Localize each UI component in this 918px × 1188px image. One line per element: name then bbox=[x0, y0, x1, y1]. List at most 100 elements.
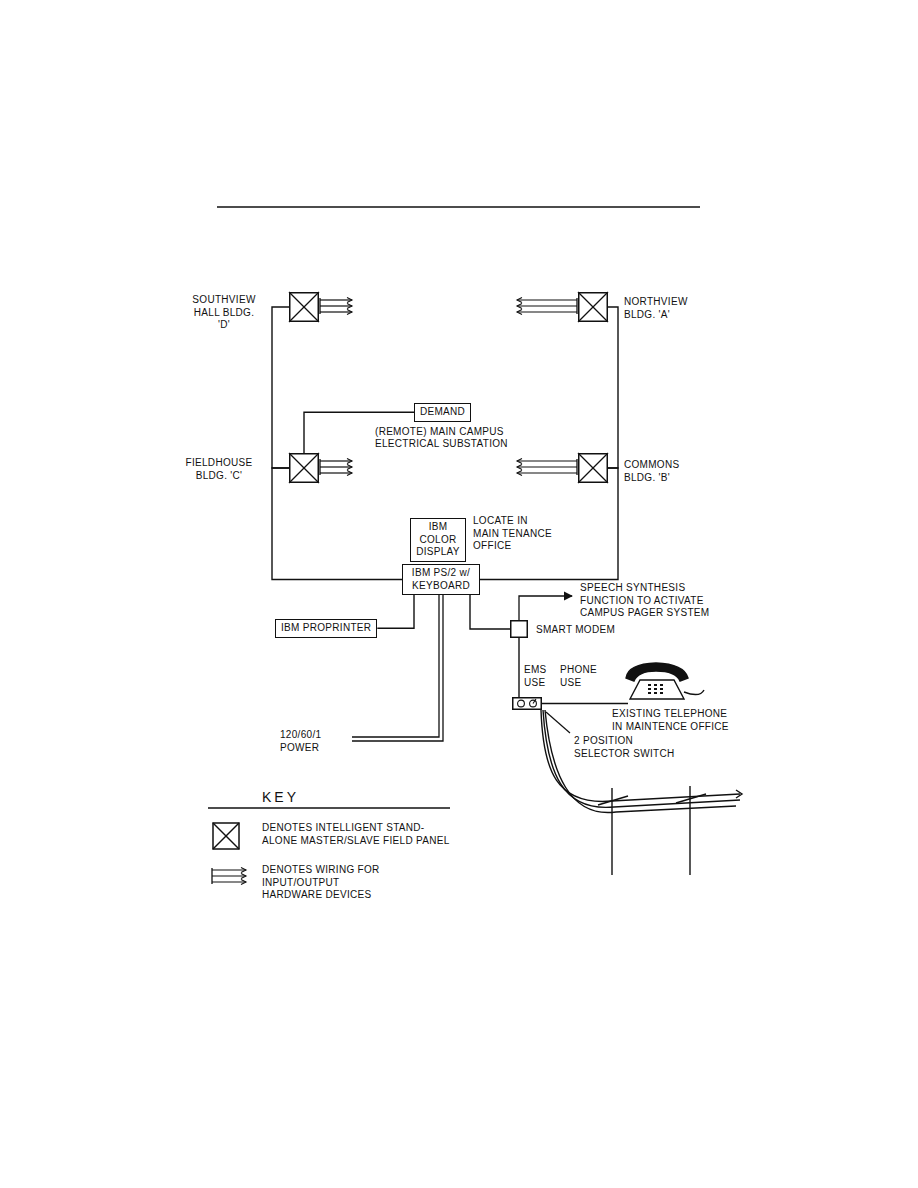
field-panel-outline bbox=[578, 292, 608, 322]
cable-connector bbox=[470, 595, 510, 629]
panel-cross bbox=[578, 453, 608, 483]
io-arrow-head bbox=[517, 298, 522, 303]
phone-key bbox=[654, 692, 657, 694]
outline bbox=[511, 621, 528, 638]
phone-key bbox=[654, 688, 657, 690]
panel-cross bbox=[289, 292, 319, 322]
phone-cord bbox=[684, 690, 704, 695]
demand-meter-box: DEMAND(REMOTE) MAIN CAMPUS ELECTRICAL SU… bbox=[414, 403, 471, 422]
node-label: DEMAND bbox=[420, 406, 465, 419]
cable-connector bbox=[272, 307, 289, 468]
panel-cross bbox=[578, 292, 608, 322]
leader-line bbox=[546, 712, 570, 733]
panel-symbol bbox=[213, 823, 239, 849]
field-panel-outline bbox=[578, 453, 608, 483]
field-panel: NORTHVIEW BLDG. 'A' bbox=[578, 292, 608, 322]
node-note: (REMOTE) MAIN CAMPUS ELECTRICAL SUBSTATI… bbox=[375, 426, 525, 451]
field-panel: FIELDHOUSE BLDG. 'C' bbox=[289, 453, 319, 483]
outline bbox=[579, 454, 608, 483]
telephone-illustration bbox=[626, 663, 704, 699]
io-arrow-head bbox=[517, 471, 522, 476]
phone-keypad bbox=[648, 684, 663, 694]
legend-wiring-symbol bbox=[212, 868, 246, 885]
phone-key bbox=[660, 688, 663, 690]
computer-box: IBM PS/2 w/ KEYBOARD bbox=[402, 564, 480, 595]
io-wire bbox=[517, 311, 577, 312]
panel-cross bbox=[578, 292, 608, 322]
io-arrow-head bbox=[347, 471, 352, 476]
io-arrow-head bbox=[517, 459, 522, 464]
panel-symbol bbox=[213, 823, 239, 849]
io-wire bbox=[517, 472, 577, 473]
io-wire bbox=[320, 466, 352, 467]
annotation: EXISTING TELEPHONE IN MAINTENCE OFFICE bbox=[612, 708, 732, 733]
printer-box: IBM PROPRINTER bbox=[275, 619, 377, 638]
io-arrow-head bbox=[517, 465, 522, 470]
io-wire bbox=[517, 466, 577, 467]
cable-connector bbox=[377, 595, 414, 628]
node-label: IBM COLOR DISPLAY bbox=[416, 521, 460, 559]
phone-body bbox=[630, 680, 684, 699]
node-label: FIELDHOUSE BLDG. 'C' bbox=[179, 457, 259, 482]
annotation: EMS USE bbox=[524, 664, 552, 689]
annotation: 120/60/1 POWER bbox=[280, 729, 336, 754]
io-arrow-head bbox=[517, 304, 522, 309]
field-panel-outline bbox=[289, 292, 319, 322]
panel-cross bbox=[578, 453, 608, 483]
arrow-head bbox=[736, 790, 742, 798]
io-wire bbox=[212, 881, 246, 882]
io-wiring bbox=[320, 298, 577, 476]
phone-key bbox=[660, 684, 663, 686]
selector-switch-outline bbox=[512, 697, 542, 710]
legend-text: DENOTES WIRING FOR INPUT/OUTPUT HARDWARE… bbox=[262, 864, 382, 902]
io-wire bbox=[320, 305, 352, 306]
io-arrow-head bbox=[241, 880, 246, 885]
io-wire bbox=[320, 299, 352, 300]
phone-key bbox=[648, 688, 651, 690]
outline bbox=[513, 698, 542, 710]
io-wire bbox=[517, 305, 577, 306]
switch-lever bbox=[533, 699, 536, 704]
outline bbox=[290, 454, 319, 483]
io-arrow-head bbox=[241, 868, 246, 873]
node-label: SOUTHVIEW HALL BLDG. 'D' bbox=[189, 294, 259, 332]
power-cord bbox=[352, 595, 439, 737]
node-note: LOCATE IN MAIN TENANCE OFFICE bbox=[473, 515, 553, 553]
power-cord bbox=[352, 595, 443, 741]
modem-box-outline bbox=[510, 620, 528, 638]
panel-symbol bbox=[213, 823, 239, 849]
field-panel: SOUTHVIEW HALL BLDG. 'D' bbox=[289, 292, 319, 322]
phone-extension-line bbox=[542, 703, 628, 704]
outline bbox=[579, 293, 608, 322]
cable-connector bbox=[518, 638, 519, 697]
node-label: IBM PROPRINTER bbox=[281, 622, 371, 635]
io-arrow-head bbox=[241, 874, 246, 879]
field-panel-outline bbox=[289, 453, 319, 483]
annotation: PHONE USE bbox=[560, 664, 594, 689]
phone-handset bbox=[626, 663, 688, 681]
node-label: NORTHVIEW BLDG. 'A' bbox=[624, 296, 694, 321]
legend-panel-symbol bbox=[213, 823, 239, 849]
io-arrow-head bbox=[347, 304, 352, 309]
cable-connector bbox=[272, 468, 402, 580]
legend-text: DENOTES INTELLIGENT STAND-ALONE MASTER/S… bbox=[262, 822, 452, 847]
io-wire bbox=[212, 869, 246, 870]
io-wire bbox=[320, 311, 352, 312]
field-panel: COMMONS BLDG. 'B' bbox=[578, 453, 608, 483]
utility-poles bbox=[541, 710, 742, 875]
node-label: 2 POSITION SELECTOR SWITCH bbox=[574, 735, 684, 760]
io-arrow-head bbox=[347, 310, 352, 315]
io-wire bbox=[320, 460, 352, 461]
key-heading: KEY bbox=[262, 789, 299, 807]
node-label: IBM PS/2 w/ KEYBOARD bbox=[408, 567, 474, 592]
io-arrow-head bbox=[517, 310, 522, 315]
outline bbox=[290, 293, 319, 322]
switch-terminal bbox=[518, 700, 525, 707]
panel-cross bbox=[289, 292, 319, 322]
io-wire bbox=[517, 460, 577, 461]
pager-line bbox=[519, 596, 572, 620]
io-arrow-head bbox=[347, 459, 352, 464]
phone-key bbox=[660, 692, 663, 694]
phone-key bbox=[648, 684, 651, 686]
selector-switch: 2 POSITION SELECTOR SWITCH bbox=[512, 697, 542, 710]
